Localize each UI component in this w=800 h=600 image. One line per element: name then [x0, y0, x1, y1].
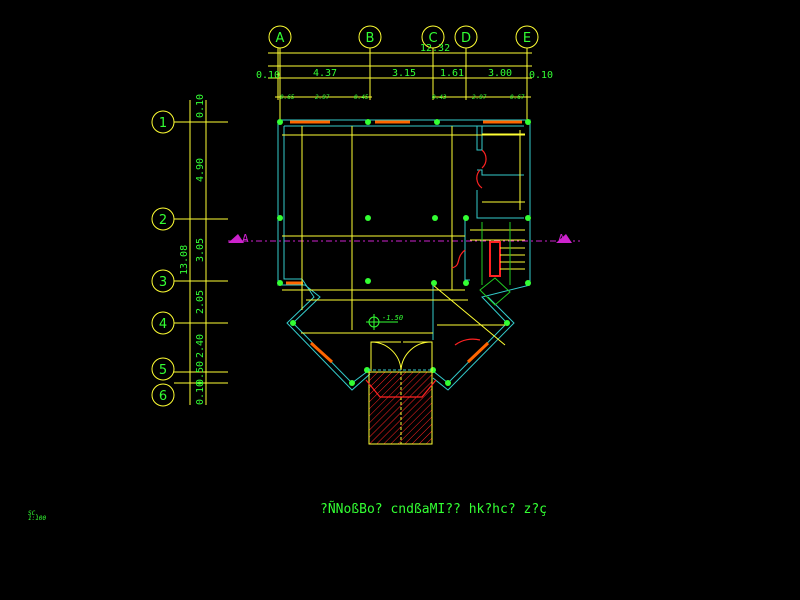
floor-plan [277, 119, 531, 391]
dim-label: 0.50 [195, 361, 206, 385]
section-arrow-icon [556, 234, 572, 243]
stair-core [489, 241, 501, 277]
dim-label: 3.00 [488, 68, 512, 79]
grid-label-b: B [366, 31, 375, 46]
dim-overall-width: 12.32 [420, 43, 450, 54]
dim-label: 0.65 [280, 94, 295, 101]
dim-label: 3.15 [392, 68, 416, 79]
top-dimensions: 12.32 0.10 4.37 3.15 1.61 3.00 0.10 0.65… [256, 43, 553, 101]
dim-label: 0.45 [354, 94, 369, 101]
dim-label: 2.05 [195, 290, 206, 314]
dim-label: 3.05 [195, 238, 206, 262]
grid-label-3: 3 [159, 275, 167, 290]
scale-value: 1:100 [28, 515, 46, 522]
grid-label-6: 6 [159, 389, 167, 404]
dim-label: 0.43 [432, 94, 447, 101]
dim-label: 1.61 [440, 68, 464, 79]
grid-label-2: 2 [159, 213, 167, 228]
grid-label-c: C [428, 31, 437, 46]
grid-label-e: E [523, 31, 531, 46]
column-grid: A B C D E [268, 25, 539, 120]
dim-label: 2.97 [315, 94, 330, 101]
dim-label: 2.97 [472, 94, 487, 101]
dim-label: 4.37 [313, 68, 337, 79]
entrance-porch [365, 371, 437, 445]
grid-label-5: 5 [159, 363, 167, 378]
drawing-title: ?ÑNoßBo? cndßaMI?? hk?hc? z?ç [320, 501, 547, 517]
level-marker: -1.50 [366, 314, 403, 330]
dim-label: 0.10 [195, 94, 206, 118]
grid-label-d: D [461, 31, 471, 46]
section-arrow-icon [228, 234, 244, 243]
scale-note: SC. [28, 510, 39, 517]
dim-label: 0.10 [529, 70, 553, 81]
dim-label: 4.90 [195, 158, 206, 182]
grid-label-4: 4 [159, 317, 167, 332]
grid-label-a: A [276, 31, 285, 46]
section-label: A [558, 232, 565, 245]
dim-overall-height: 13.08 [179, 245, 190, 275]
dim-label: 0.10 [256, 70, 280, 81]
level-label: -1.50 [382, 314, 403, 322]
grid-label-1: 1 [159, 116, 167, 131]
dim-label: 0.67 [510, 94, 525, 101]
section-line: A A [228, 232, 580, 245]
dim-label: 2.40 [195, 334, 206, 358]
row-grid: 1 2 3 4 5 6 0.10 4.90 3.05 2.05 2.40 0.5… [151, 94, 228, 407]
dim-label: 0.10 [195, 381, 206, 405]
section-label: A [242, 232, 249, 245]
